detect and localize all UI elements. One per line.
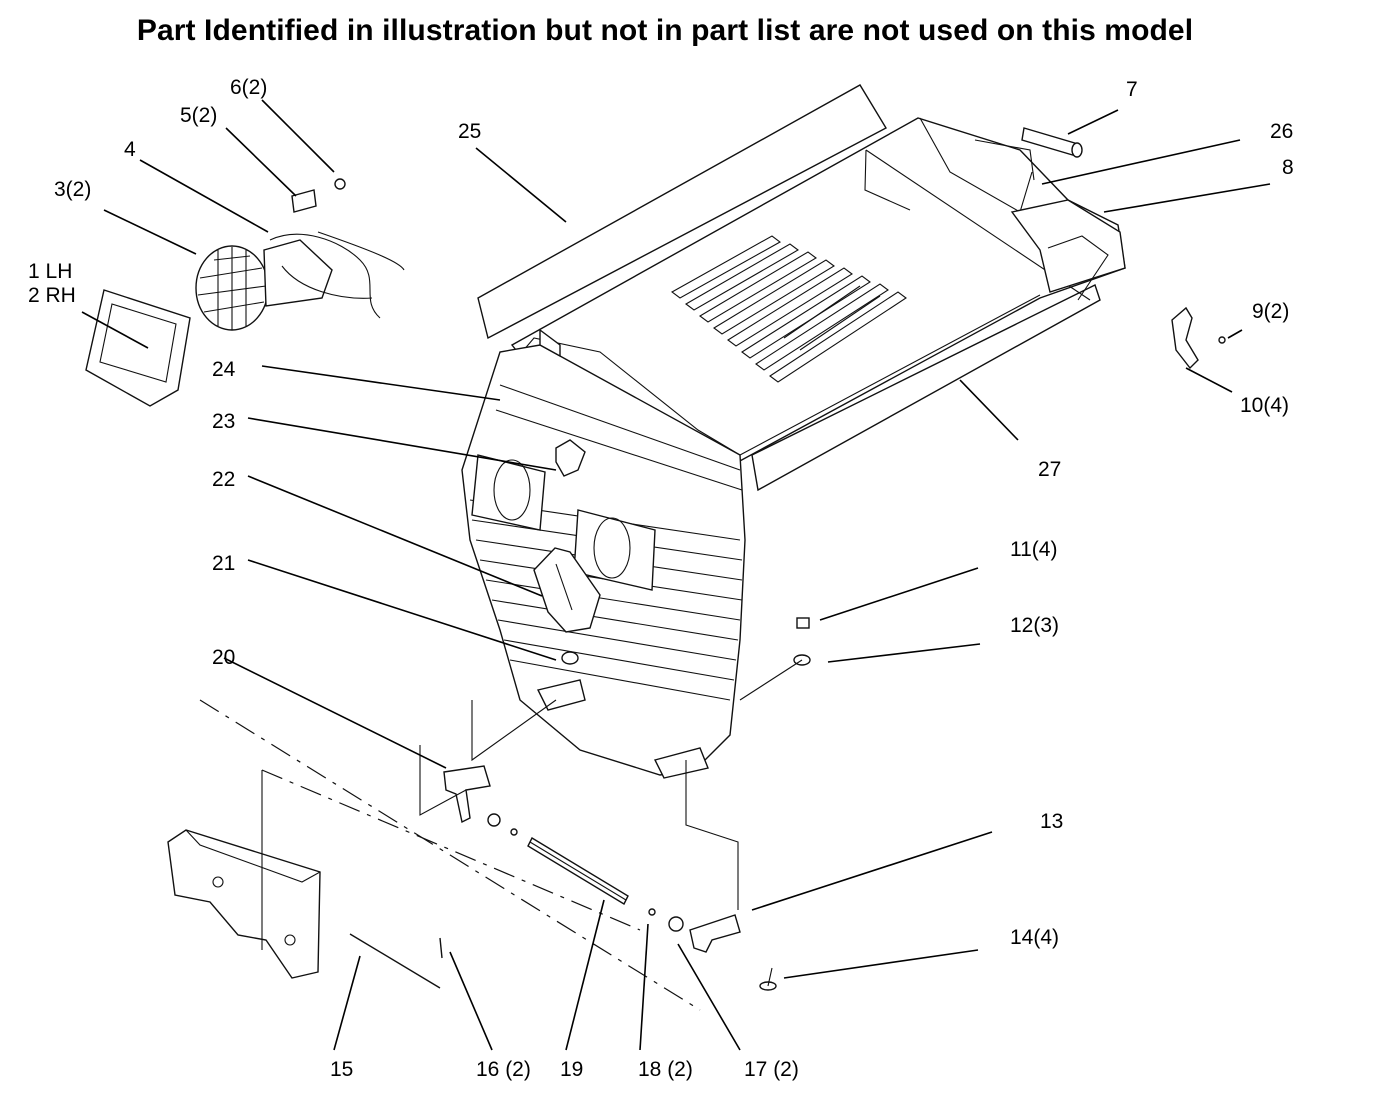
- pivot-rod: [527, 837, 629, 905]
- left-hinge-bracket: [443, 765, 491, 824]
- callout-9: 9(2): [1252, 300, 1289, 323]
- callout-5: 5(2): [180, 104, 217, 127]
- lamp-bezel: [85, 289, 191, 407]
- callout-7: 7: [1126, 78, 1138, 101]
- callout-17: 17 (2): [744, 1058, 799, 1081]
- lamp-screw: [334, 178, 346, 190]
- callout-26: 26: [1270, 120, 1293, 143]
- grille-bracket: [533, 547, 601, 633]
- callout-3: 3(2): [54, 178, 91, 201]
- hood-emblem: [555, 439, 586, 477]
- headlamp: [195, 239, 333, 331]
- rod-spacers: [487, 813, 684, 932]
- callout-20: 20: [212, 646, 235, 669]
- callout-6: 6(2): [230, 76, 267, 99]
- callout-8: 8: [1282, 156, 1294, 179]
- callout-18: 18 (2): [638, 1058, 693, 1081]
- callout-10: 10(4): [1240, 394, 1289, 417]
- hood: [504, 117, 1126, 492]
- callout-2-rh: 2 RH: [28, 284, 76, 307]
- hood-handle: [1021, 127, 1083, 158]
- headlamp-wiring: [269, 231, 405, 319]
- callout-12: 12(3): [1010, 614, 1059, 637]
- grille-pivot-brackets: [536, 679, 709, 779]
- callout-27: 27: [1038, 458, 1061, 481]
- guide-lines: [199, 149, 911, 1011]
- callout-1-lh: 1 LH: [28, 260, 72, 283]
- support-rod: [349, 933, 441, 989]
- callout-4: 4: [124, 138, 136, 161]
- callout-19: 19: [560, 1058, 583, 1081]
- hitch-pin: [439, 937, 443, 959]
- callout-14: 14(4): [1010, 926, 1059, 949]
- callout-13: 13: [1040, 810, 1063, 833]
- mounting-frame: [167, 829, 321, 979]
- callout-11: 11(4): [1010, 538, 1057, 561]
- callout-24: 24: [212, 358, 236, 381]
- callout-16: 16 (2): [476, 1058, 531, 1081]
- bushing: [561, 651, 579, 665]
- callout-22: 22: [212, 468, 235, 491]
- right-hinge-bracket: [689, 914, 741, 953]
- hood-latch: [1171, 306, 1226, 370]
- hood-vents: [670, 235, 907, 383]
- callout-23: 23: [212, 410, 235, 433]
- lamp-clip: [291, 189, 317, 213]
- callout-labels: 1 LH 2 RH 3(2) 4 5(2) 6(2) 7 8 9(2) 10(4…: [28, 76, 1294, 1081]
- callout-15: 15: [330, 1058, 353, 1081]
- front-grille: [461, 328, 746, 776]
- bolt: [759, 967, 777, 991]
- callout-21: 21: [212, 552, 235, 575]
- leader-lines: [81, 99, 1271, 1051]
- diagram-title: Part Identified in illustration but not …: [136, 14, 1194, 47]
- callout-25: 25: [458, 120, 481, 143]
- nut: [796, 617, 810, 629]
- hood-decal-strip: [477, 84, 887, 340]
